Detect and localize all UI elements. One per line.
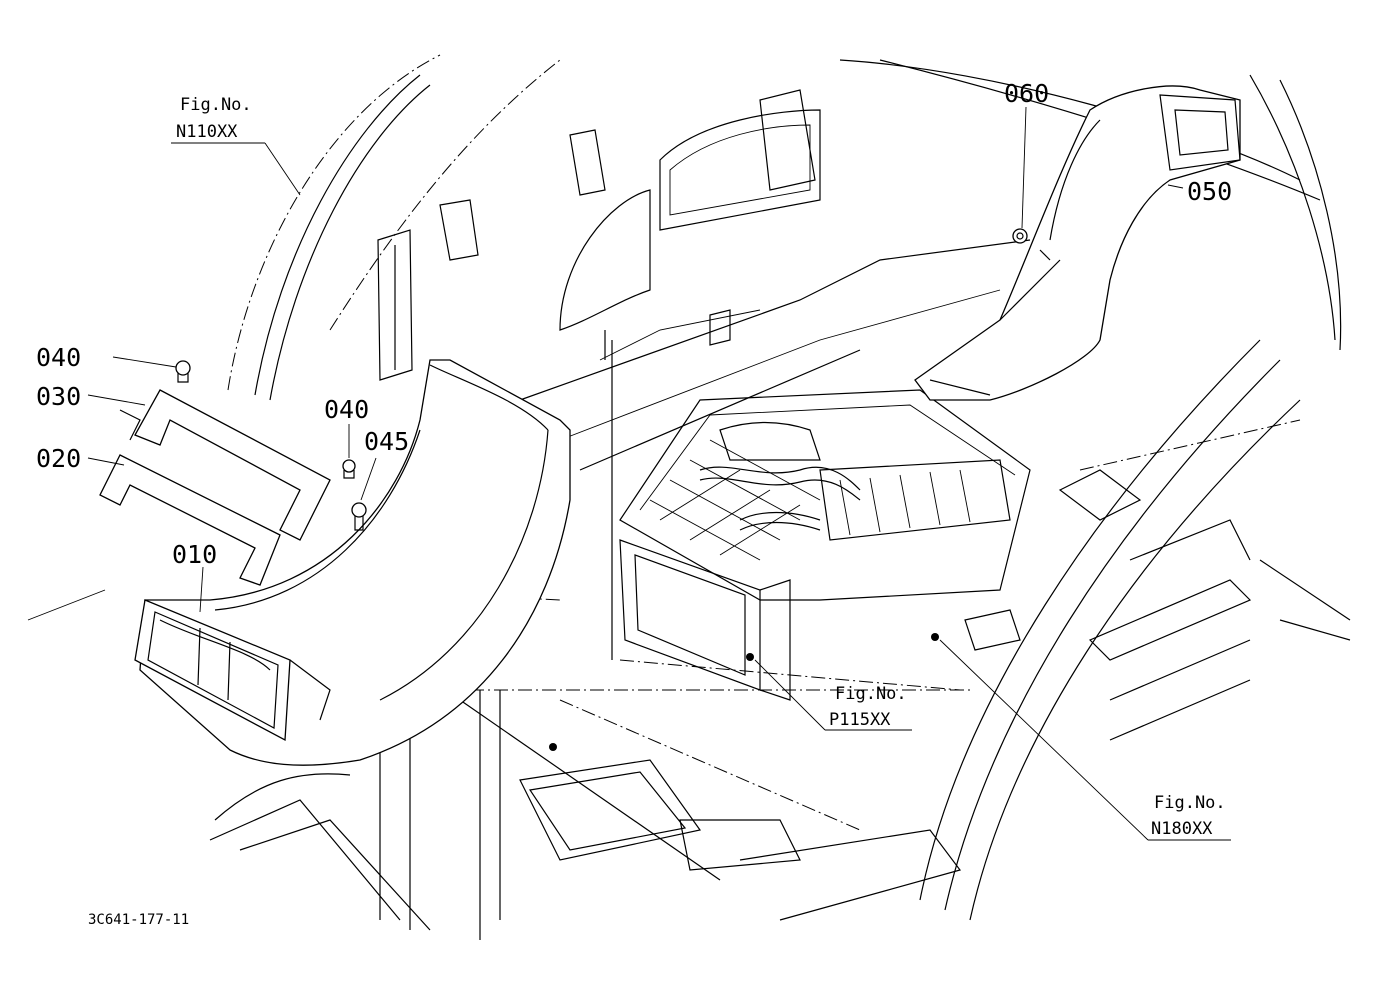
cab-frame-drawing — [209, 54, 1351, 940]
part-number-050: 050 — [1187, 177, 1232, 206]
leader-lines — [27, 106, 1231, 841]
part-number-060: 060 — [1004, 79, 1049, 108]
figref-n110-line2: N110XX — [176, 122, 238, 142]
figref-n180-line2: N180XX — [1151, 819, 1213, 839]
figref-n110-line1: Fig.No. — [180, 95, 252, 115]
part-number-030: 030 — [36, 382, 81, 411]
drawing-code: 3C641-177-11 — [88, 912, 189, 928]
part-number-040-left: 040 — [36, 343, 81, 372]
figref-p115-line2: P115XX — [829, 710, 891, 730]
fasteners-drawing — [175, 228, 1028, 751]
part-number-040-center: 040 — [324, 395, 369, 424]
part-number-020: 020 — [36, 444, 81, 473]
duct-010-drawing — [134, 359, 571, 766]
part-number-045: 045 — [364, 427, 409, 456]
part-number-010: 010 — [172, 540, 217, 569]
figref-n180-line1: Fig.No. — [1154, 793, 1226, 813]
bracket-020-030-drawing — [99, 389, 331, 586]
figref-p115-line1: Fig.No. — [835, 684, 907, 704]
heater-unit-drawing — [619, 389, 1031, 701]
duct-050-drawing — [914, 85, 1241, 401]
